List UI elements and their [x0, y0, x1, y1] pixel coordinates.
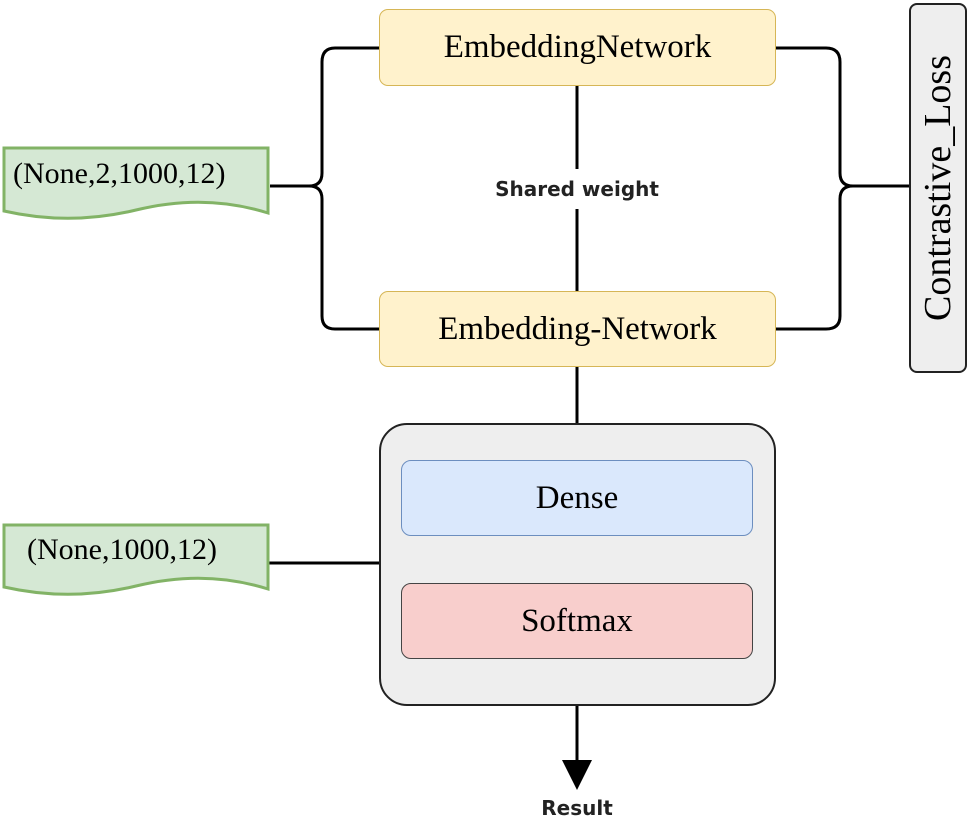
softmax-layer[interactable]: Softmax: [401, 583, 753, 659]
dense-layer[interactable]: Dense: [401, 460, 753, 536]
embedding-network-top-label: EmbeddingNetwork: [443, 29, 712, 65]
embedding-network-top[interactable]: EmbeddingNetwork: [379, 9, 776, 86]
input-single-label: (None,1000,12): [27, 533, 217, 566]
dense-layer-label: Dense: [535, 479, 619, 516]
contrastive-loss-label: Contrastive_Loss: [917, 55, 959, 321]
right-brace-connector: [776, 46, 910, 331]
softmax-layer-label: Softmax: [521, 602, 633, 639]
shared-weight-label: Shared weight: [493, 169, 661, 209]
input-pair-label: (None,2,1000,12): [13, 157, 226, 190]
contrastive-loss-node[interactable]: Contrastive_Loss: [909, 3, 967, 373]
result-label: Result: [539, 796, 615, 820]
input-pair-node: [2, 146, 270, 220]
embedding-network-bottom-label: Embedding-Network: [438, 310, 717, 347]
embedding-network-bottom[interactable]: Embedding-Network: [379, 291, 776, 367]
left-brace-connector: [270, 46, 380, 331]
input-single-node: [2, 523, 270, 596]
